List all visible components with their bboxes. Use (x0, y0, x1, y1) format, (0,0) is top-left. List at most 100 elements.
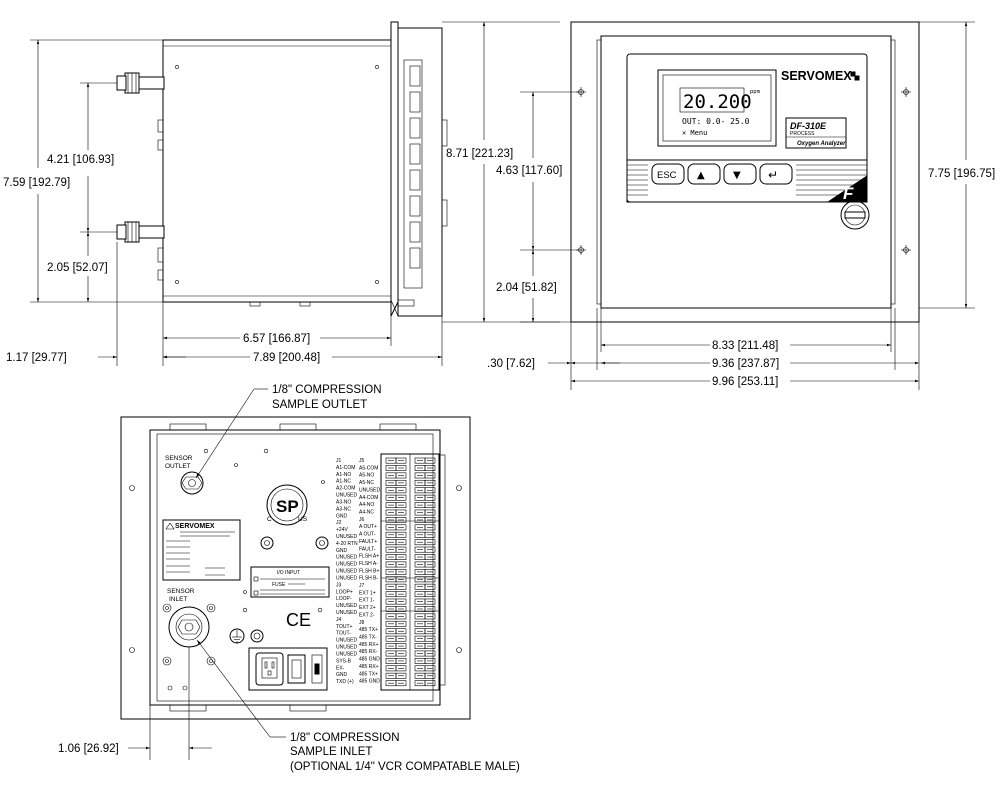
terminal-screws-right (414, 457, 436, 687)
up-key[interactable]: ▲ (687, 163, 721, 185)
terminal-label: GND (336, 672, 348, 678)
terminal-label: A4-COM (359, 495, 378, 501)
f-logo-letter: F (843, 184, 854, 203)
sensor-outlet-label-1: SENSOR (165, 455, 193, 462)
dim-front-width-3: 9.96 [253.11] (712, 376, 778, 388)
terminal-screw (395, 643, 407, 649)
terminal-label: J3 (336, 582, 342, 588)
terminal-screw (424, 680, 436, 687)
rear-view: SENSOR OUTLET SP C US SERVOMEX (120, 416, 471, 720)
terminal-screw (395, 606, 407, 612)
dim-panel-height: 8.71 [221.23] (446, 148, 513, 160)
fuse-label: FUSE (272, 582, 286, 588)
terminal-screw (424, 665, 436, 672)
inlet-fitting-side (116, 221, 165, 243)
terminal-screw (424, 672, 436, 679)
terminal-label: EXT 2+ (359, 605, 376, 611)
terminal-screw (424, 606, 436, 612)
terminal-labels-left: J1A1-COMA1-NOA1-NCA2-COMUNUSEDA3-NOA3-NC… (336, 458, 358, 685)
sensor-outlet-label-2: OUTLET (165, 463, 191, 470)
terminal-screw (424, 539, 436, 546)
terminal-screw (395, 672, 407, 679)
model-label (785, 117, 847, 149)
terminal-screw (395, 554, 407, 560)
terminal-label: UNUSED (336, 638, 358, 644)
brand-mark-icon (850, 71, 860, 81)
terminal-label: GND (336, 513, 348, 519)
terminal-screw (395, 620, 407, 627)
terminal-screw (424, 494, 436, 501)
terminal-label: EXT 1+ (359, 590, 376, 596)
sample-inlet-fitting (162, 603, 216, 666)
sample-outlet-fitting (180, 471, 204, 495)
dim-front-height: 7.75 [196.75] (928, 168, 995, 180)
dim-lower-height: 2.04 [51.82] (496, 282, 557, 294)
side-view (116, 21, 448, 317)
terminal-label: A1-NC (336, 479, 351, 485)
terminal-label: UNUSED (336, 534, 358, 540)
terminal-screw (395, 658, 407, 664)
sensor-inlet-label-1: SENSOR (167, 588, 195, 595)
terminal-screw (424, 502, 436, 509)
terminal-screw (395, 546, 407, 553)
terminal-blocks: J1A1-COMA1-NOA1-NCA2-COMUNUSEDA3-NOA3-NC… (336, 453, 440, 691)
dim-side-total-width: 7.89 [200.48] (253, 352, 320, 364)
terminal-screw (395, 517, 407, 523)
terminal-label: FAULT+ (359, 539, 377, 545)
power-entry-module[interactable] (248, 647, 328, 691)
lcd-output-range: OUT: 0.0- 25.0 (682, 117, 750, 126)
terminal-screw (395, 524, 407, 531)
terminal-screw (424, 643, 436, 649)
terminal-label: +24V (336, 527, 348, 533)
terminal-label: 485 RX+ (359, 664, 379, 670)
dim-front-width-1: 8.33 [211.48] (712, 340, 778, 352)
terminal-label: UNUSED (359, 487, 381, 493)
model-sub1: PROCESS (790, 131, 815, 137)
outlet-fitting-side (116, 72, 165, 94)
terminal-label: UNUSED (336, 569, 358, 575)
terminal-labels-right: J5A5-COMA5-NOA5-NCUNUSEDA4-COMA4-NOA4-NC… (359, 458, 381, 685)
door-lock-icon[interactable] (840, 200, 870, 230)
terminal-label: J5 (359, 458, 365, 464)
terminal-screw (424, 576, 436, 583)
terminal-screw (424, 591, 436, 598)
terminal-screw (395, 539, 407, 546)
terminal-screw (424, 658, 436, 664)
terminal-screw (424, 487, 436, 494)
outlet-callout-line2: SAMPLE OUTLET (272, 399, 367, 411)
csa-c: C (267, 516, 272, 523)
model-sub2: Oxygen Analyzer (797, 141, 846, 147)
brand-logo: SERVOMEX (781, 69, 852, 83)
side-dimensions: 7.59 [192.79] 4.21 [106.93] 2.05 [52.07]… (3, 39, 443, 366)
terminal-label: A OUT+ (359, 524, 377, 530)
terminal-screw (424, 620, 436, 627)
terminal-label: UNUSED (336, 610, 358, 616)
inlet-callout-line2: SAMPLE INLET (290, 746, 372, 758)
terminal-label: EXT 2- (359, 612, 375, 618)
terminal-screw (424, 568, 436, 575)
terminal-label: 485 TX+ (359, 627, 378, 633)
terminal-screw (424, 583, 436, 590)
terminal-screw (424, 635, 436, 642)
dim-flange-offset: .30 [7.62] (487, 358, 535, 370)
ce-mark: CE (286, 610, 311, 630)
plate-brand: SERVOMEX (175, 523, 215, 530)
esc-key[interactable]: ESC (651, 163, 685, 185)
terminal-label: A1-NO (336, 472, 351, 478)
terminal-label: FLSH A- (359, 561, 378, 567)
terminal-screw (424, 554, 436, 560)
enter-key[interactable]: ↵ (759, 163, 793, 185)
lcd-unit: ppm (750, 89, 761, 95)
terminal-label: J7 (359, 583, 365, 589)
terminal-screw (424, 531, 436, 538)
down-key[interactable]: ▼ (723, 163, 757, 185)
outlet-callout-line1: 1/8" COMPRESSION (272, 384, 382, 396)
dim-side-ports: 4.21 [106.93] (47, 154, 114, 166)
dim-side-flange: 1.17 [29.77] (6, 352, 67, 364)
down-arrow-icon: ▼ (733, 170, 741, 181)
inlet-callout-line1: 1/8" COMPRESSION (290, 732, 400, 744)
terminal-label: FLSH B+ (359, 568, 380, 574)
lcd-reading: 20.200 (683, 91, 752, 113)
terminal-label: A3-NO (336, 499, 351, 505)
